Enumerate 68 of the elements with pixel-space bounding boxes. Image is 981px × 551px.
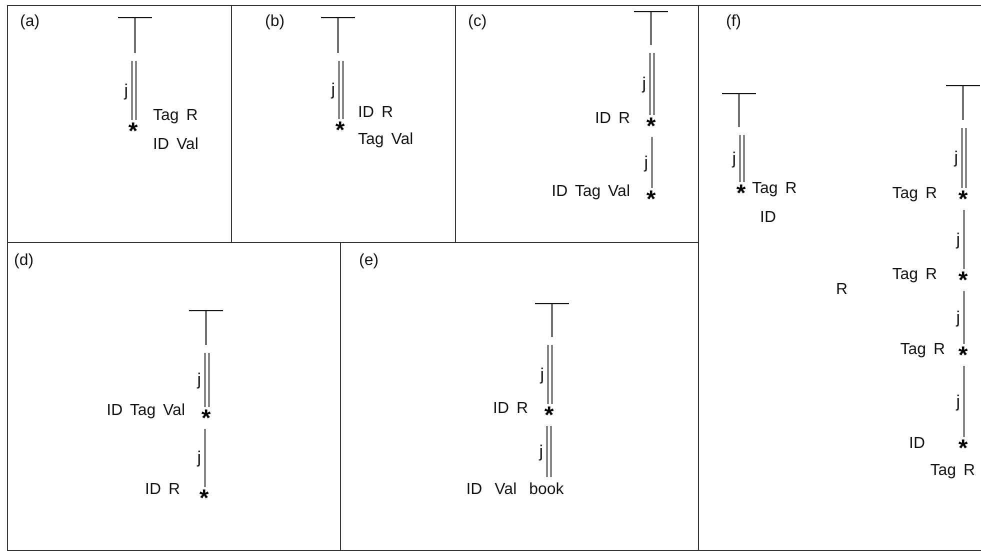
feature-label: Tag R [900,342,945,358]
asterisk: * [957,274,969,288]
feature-label: ID [760,210,776,226]
panel-frame [698,5,981,551]
asterisk: * [334,124,346,138]
double-line [740,134,744,182]
asterisk: * [957,349,969,363]
panel-label: (e) [359,253,379,269]
tee-symbol [118,17,152,53]
double-line [962,128,966,188]
feature-label: ID R [358,105,393,121]
double-line [650,52,654,116]
double-line [546,426,552,478]
edge-label: j [642,75,646,92]
feature-label: ID Tag Val [552,184,630,200]
asterisk: * [200,412,212,426]
edge-label: j [956,230,960,248]
asterisk: * [957,193,969,207]
feature-label: ID Val [153,137,198,153]
feature-label: ID [909,436,925,452]
asterisk: * [645,193,657,207]
asterisk: * [735,187,747,201]
edge-label: j [197,371,201,388]
feature-label: ID Tag Val [106,403,185,419]
feature-label: Tag R [892,186,937,202]
asterisk: * [957,442,969,456]
tee-symbol [535,303,569,337]
tee-symbol [634,11,668,45]
tee-symbol [189,310,223,345]
edge-label: j [540,366,544,382]
feature-label: Tag Val [358,132,414,148]
asterisk: * [543,409,555,423]
asterisk: * [127,125,139,139]
double-line [204,352,210,408]
double-line [338,60,344,120]
edge-label: j [197,449,201,466]
double-line [132,60,136,120]
branch-line [204,428,206,488]
panel-label: (b) [265,14,285,30]
edge-label: j [644,154,648,170]
edge-label: j [954,149,958,166]
asterisk: * [198,492,210,506]
feature-label: Tag R [892,267,937,283]
double-line [548,344,552,404]
feature-label: Tag R [153,108,198,124]
feature-label: ID R [595,111,630,127]
edge-label: j [331,81,335,98]
panel-label: (c) [468,14,487,30]
panel-label: (a) [20,14,40,30]
panel-label: (f) [726,14,742,30]
tee-symbol [946,85,980,120]
panel-frame [7,5,232,243]
asterisk: * [645,120,657,134]
panel-label: (d) [14,253,34,269]
word-label: ID Val book [466,482,564,498]
feature-label: R [836,282,848,298]
edge-label: j [956,308,960,326]
edge-label: j [732,150,736,166]
panel-frame [7,242,341,551]
tee-symbol [722,93,756,127]
feature-label: ID R [493,401,528,417]
feature-label: Tag R [930,463,975,479]
feature-label: Tag R [752,181,797,197]
tee-symbol [321,17,355,53]
edge-label: j [539,442,543,460]
edge-label: j [124,82,128,98]
edge-label: j [956,392,960,410]
feature-label: ID R [145,482,180,498]
